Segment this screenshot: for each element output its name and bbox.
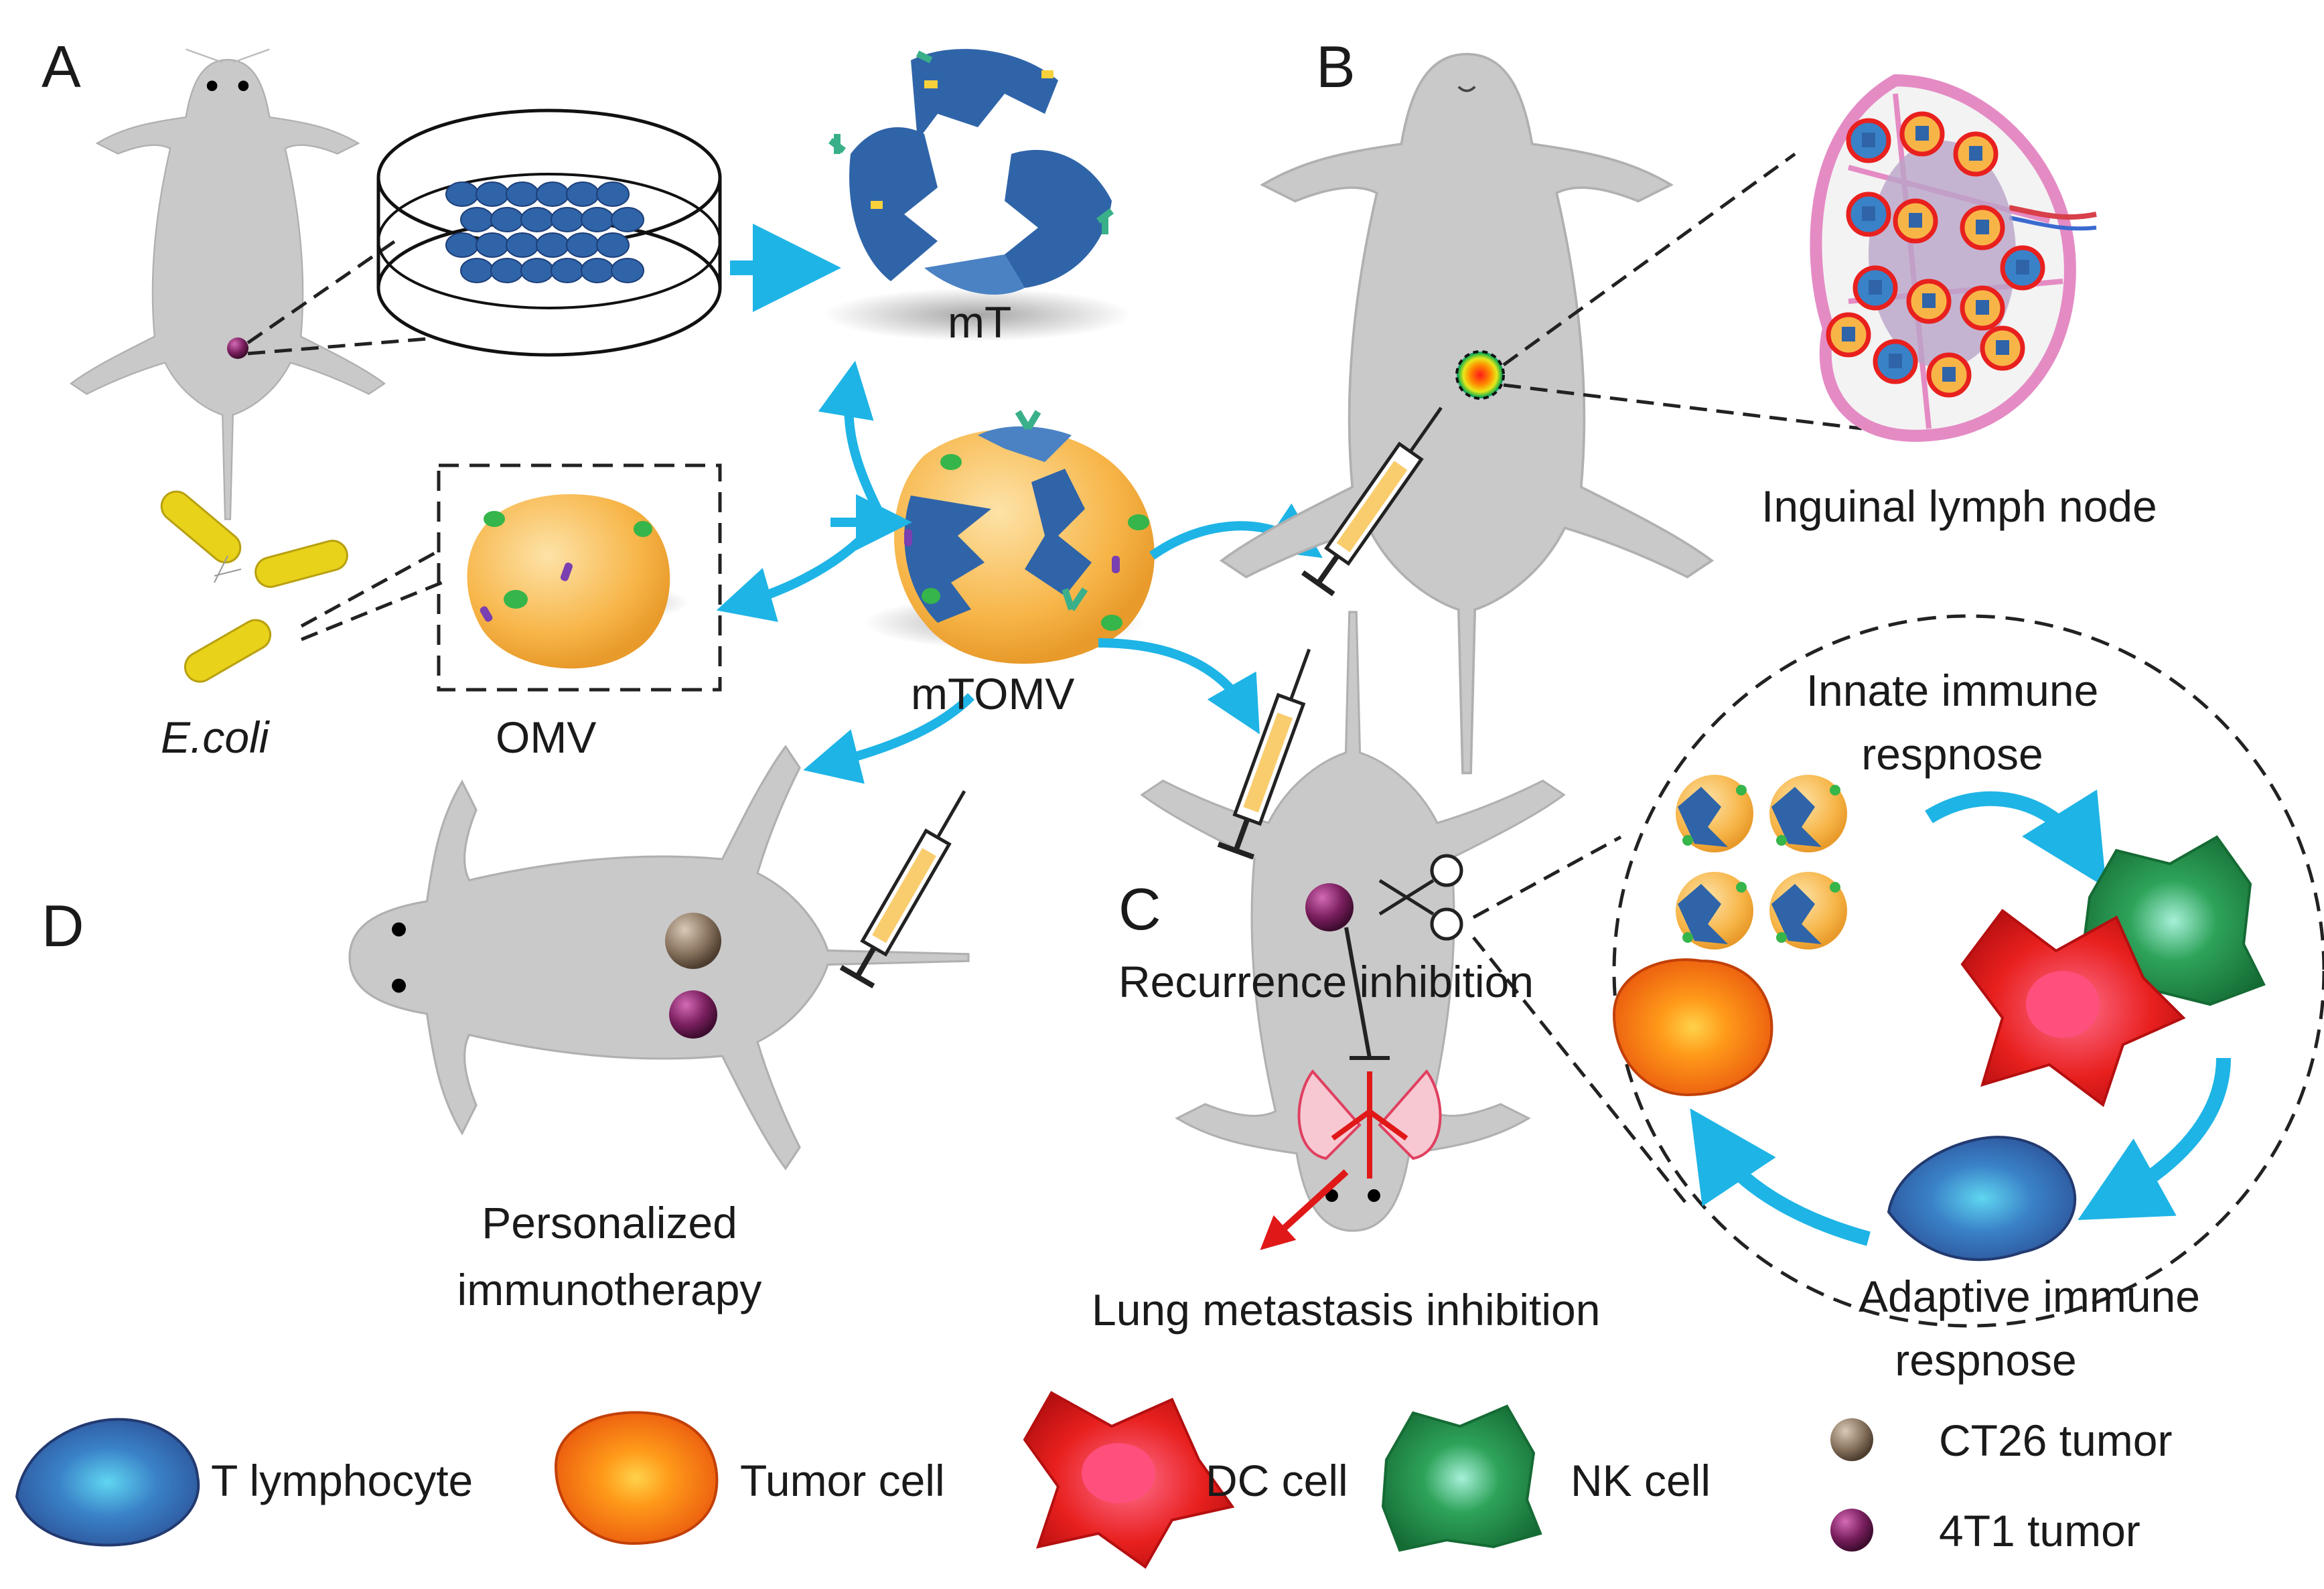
- cultured-cell: [536, 181, 569, 207]
- cultured-cell: [566, 181, 599, 207]
- cultured-cell: [551, 258, 584, 283]
- label-inguinal-lymph-node: Inguinal lymph node: [1761, 481, 2157, 531]
- legend-label-nk-cell: NK cell: [1571, 1456, 1711, 1505]
- legend-ct26-icon: [1830, 1418, 1873, 1461]
- mouse-b: [1220, 52, 1713, 775]
- legend-dc-cell-icon: [1023, 1391, 1235, 1569]
- label-ecoli: E.coli: [161, 712, 269, 762]
- legend-tumor-cell-icon: [554, 1411, 719, 1545]
- panel-label-c: C: [1118, 876, 1161, 942]
- cultured-cell: [611, 207, 644, 232]
- 4t1-tumor-d: [669, 990, 717, 1039]
- legend-label-ct26-tumor: CT26 tumor: [1939, 1416, 2173, 1465]
- syringe-b: [1301, 406, 1443, 597]
- mtomv-particle-small: [1769, 872, 1847, 950]
- legend-label-4t1-tumor: 4T1 tumor: [1939, 1506, 2140, 1556]
- omv-box: [437, 463, 722, 692]
- label-recurrence-inhibition: Recurrence inhibition: [1118, 957, 1534, 1006]
- cultured-cell: [445, 232, 479, 258]
- mouse-d: [348, 745, 970, 1170]
- label-mt: mT: [948, 297, 1012, 347]
- panel-label-b: B: [1316, 33, 1356, 100]
- mouse-c: [1141, 611, 1565, 1232]
- label-adaptive-1: Adaptive immune: [1859, 1272, 2200, 1321]
- lymph-node-cell: [1899, 111, 1945, 157]
- cultured-cell: [596, 181, 630, 207]
- label-adaptive-2: respnose: [1895, 1335, 2077, 1385]
- tumor-a: [227, 337, 248, 359]
- lymph-node-cell: [1926, 352, 1972, 398]
- lymph-node-cell: [1846, 192, 1891, 237]
- cultured-cell: [506, 181, 539, 207]
- lymph-node-cell: [1853, 265, 1898, 311]
- lymph-node-site: [1455, 350, 1505, 400]
- lymph-node-detail: [1810, 74, 2097, 442]
- legend-label-tumor-cell: Tumor cell: [740, 1456, 945, 1505]
- cultured-cell: [506, 232, 539, 258]
- cultured-cell: [476, 181, 509, 207]
- t-cell-cycle: [1887, 1136, 2077, 1262]
- cultured-cell: [581, 207, 614, 232]
- lymph-node-cell: [1826, 312, 1871, 358]
- lymph-node-cell: [1980, 325, 2025, 371]
- lymph-node-cell: [1960, 285, 2005, 331]
- lymph-node-cell: [1953, 131, 1999, 177]
- lymph-node-cell: [1846, 118, 1891, 163]
- cultured-cell: [581, 258, 614, 283]
- lymph-node-cell: [1893, 198, 1938, 244]
- ct26-tumor-d: [665, 913, 721, 969]
- mtomv-particle-small: [1769, 775, 1847, 852]
- legend-label-t-lymphocyte: T lymphocyte: [211, 1456, 474, 1505]
- tumor-c: [1305, 883, 1354, 931]
- cultured-cell: [536, 232, 569, 258]
- label-innate-2: respnose: [1861, 729, 2043, 779]
- panel-label-a: A: [42, 33, 81, 100]
- mtomv-particle: [864, 410, 1155, 664]
- label-immunotherapy: immunotherapy: [457, 1265, 762, 1314]
- cultured-cell: [460, 207, 494, 232]
- lymph-node-cell: [1873, 339, 1918, 384]
- legend-nk-cell-icon: [1381, 1404, 1542, 1552]
- lymph-node-cell: [2000, 245, 2045, 291]
- cultured-cell: [520, 258, 554, 283]
- cultured-cell: [445, 181, 479, 207]
- cultured-cell: [490, 207, 524, 232]
- label-lung-metastasis-inhibition: Lung metastasis inhibition: [1092, 1285, 1601, 1335]
- mouse-a: [70, 48, 386, 520]
- culture-dish: [376, 108, 722, 357]
- scissors-icon: [1378, 854, 1463, 941]
- lymph-node-cell: [1960, 205, 2005, 250]
- cultured-cell: [476, 232, 509, 258]
- cultured-cell: [551, 207, 584, 232]
- ecoli-bacteria: [160, 490, 348, 683]
- label-mtomv: mTOMV: [911, 669, 1075, 718]
- label-omv: OMV: [496, 712, 597, 762]
- mtomv-particle-small: [1676, 775, 1753, 852]
- syringe-d: [839, 790, 966, 989]
- legend-label-dc-cell: DC cell: [1206, 1456, 1348, 1505]
- cultured-cell: [611, 258, 644, 283]
- panel-label-d: D: [42, 893, 84, 959]
- cultured-cell: [596, 232, 630, 258]
- dc-cell-cycle: [1960, 909, 2186, 1108]
- label-innate-1: Innate immune: [1806, 666, 2099, 715]
- cultured-cell: [520, 207, 554, 232]
- legend-t-lymphocyte-icon: [15, 1418, 200, 1547]
- cultured-cell: [566, 232, 599, 258]
- lungs: [1297, 1069, 1442, 1179]
- cultured-cell: [460, 258, 494, 283]
- cultured-cell: [490, 258, 524, 283]
- label-personalized: Personalized: [482, 1198, 737, 1247]
- mt-fragments: [824, 49, 1132, 342]
- lymph-node-cell: [1906, 279, 1952, 324]
- legend-4t1-icon: [1830, 1509, 1873, 1552]
- mtomv-particle-small: [1676, 872, 1753, 950]
- syringe-c: [1217, 648, 1311, 860]
- tumor-cell-cycle: [1612, 958, 1773, 1097]
- omv-vesicle: [467, 494, 690, 669]
